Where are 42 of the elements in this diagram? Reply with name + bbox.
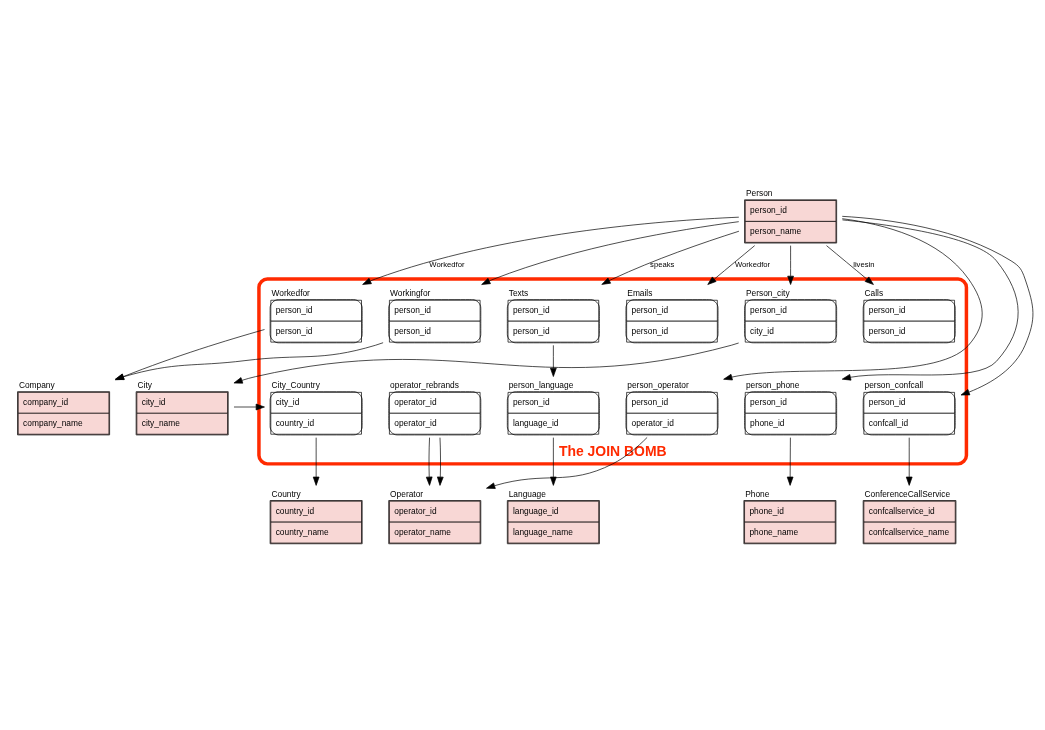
arrow [425,436,433,486]
node-label: person_language [508,379,574,390]
node-label: City_Country [271,379,320,390]
arrow [233,342,739,383]
edge-label: speaks [650,259,675,269]
node-label: Language [508,488,546,499]
arrow [787,244,794,285]
node-label: operator_rebrands [390,379,459,390]
node-label: person_confcall [864,379,924,390]
edge-label: Workedfor [429,259,465,269]
arrow [601,230,740,285]
arrow [437,436,444,486]
node-label: Company [18,379,55,390]
arrow [312,436,320,486]
arrow [786,436,794,486]
node-label: Calls [864,287,884,298]
node-label: Phone [745,488,770,499]
arrow [905,436,913,486]
arrow [707,244,756,285]
arrow [550,436,557,486]
node-label: Workingfor [390,287,431,298]
node-label: Workedfor [271,287,310,298]
arrow [362,216,740,285]
arrow [841,219,1019,380]
node-label: person_operator [627,379,689,390]
node-label: Operator [390,488,424,499]
node-label: Person_city [745,287,790,298]
arrow [481,220,740,285]
edge-label: Workedfor [734,259,771,269]
arrow [233,403,265,410]
node-label: ConferenceCallService [864,488,951,499]
node-label: Emails [627,287,653,298]
node-label: Country [271,488,301,499]
node-label: City [137,379,152,390]
node-label: Person [745,187,773,198]
node-label: person_phone [745,379,800,390]
arrow [550,344,557,377]
arrow [841,215,1034,395]
edge-label: livesin [853,259,875,269]
arrow [486,436,648,489]
arrow [826,244,874,285]
node-label: Texts [508,287,529,298]
